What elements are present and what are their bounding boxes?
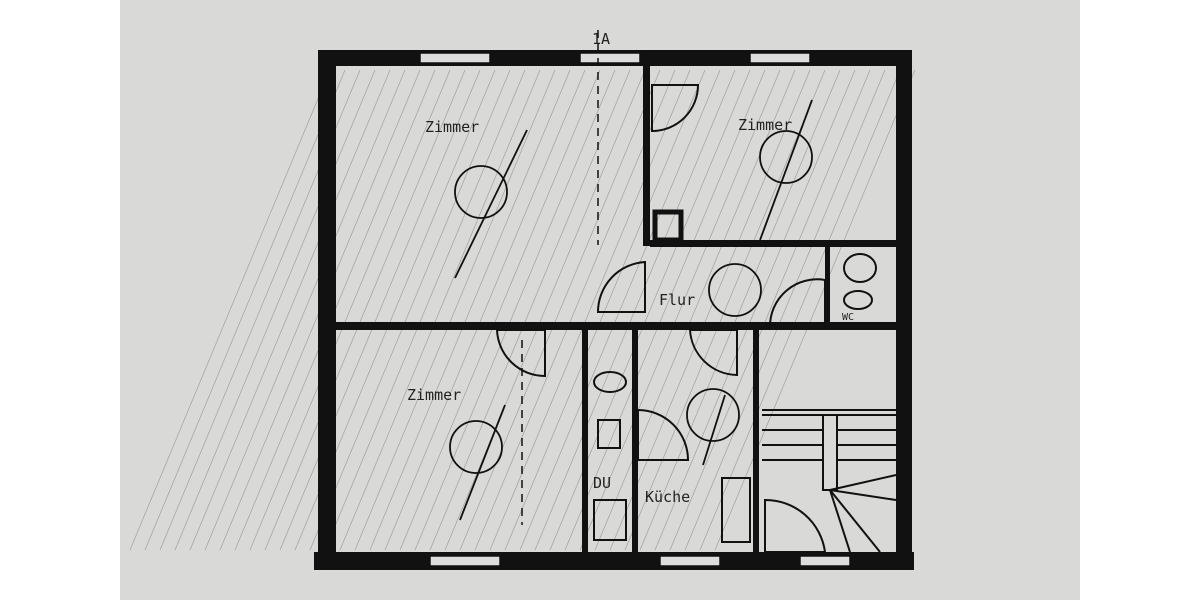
hatch-line	[699, 69, 901, 551]
room-label-wc: WC	[842, 312, 854, 323]
hatch-line	[129, 69, 331, 551]
hatch-line	[639, 69, 841, 551]
hatch-line	[714, 69, 916, 551]
chimney	[652, 209, 684, 243]
hatch-line	[204, 69, 406, 551]
outlet-symbols	[449, 99, 813, 521]
hatch-line	[669, 69, 871, 551]
hatch-line	[324, 69, 526, 551]
door-swing	[764, 498, 827, 553]
socket-symbol	[686, 388, 740, 442]
grid-line	[521, 30, 599, 525]
door-swing	[637, 408, 690, 461]
window	[799, 555, 851, 567]
door-swing	[495, 329, 546, 378]
hatch-line	[474, 69, 676, 551]
room-label-zimmer: Zimmer	[425, 118, 479, 136]
door-swing	[651, 84, 700, 133]
wall-kitchen-right	[753, 330, 759, 552]
doors	[495, 84, 827, 553]
wall-du-left	[582, 330, 588, 552]
room-label-zimmer: Zimmer	[738, 116, 792, 134]
hatch-line	[144, 69, 346, 551]
hatch-line	[504, 69, 706, 551]
hatch-line	[414, 69, 616, 551]
hatch-line	[459, 69, 661, 551]
wc-sink	[843, 253, 877, 283]
windows	[419, 52, 851, 567]
stove	[721, 477, 751, 543]
hatch-line	[534, 69, 736, 551]
room-label-zimmer: Zimmer	[407, 386, 461, 404]
hatch-line	[309, 69, 511, 551]
hatch-line	[684, 69, 886, 551]
socket-symbol	[708, 263, 762, 317]
socket-symbol	[449, 420, 503, 474]
door-swing	[596, 260, 646, 313]
window	[659, 555, 721, 567]
hatch-line	[174, 69, 376, 551]
hatch-line	[579, 69, 781, 551]
window	[429, 555, 501, 567]
room-label-du: DU	[593, 474, 611, 492]
socket-symbol	[454, 165, 508, 219]
socket-symbol	[759, 130, 813, 184]
room-label-kueche: Küche	[645, 488, 690, 506]
window	[579, 52, 641, 64]
hatch-line	[519, 69, 721, 551]
window	[419, 52, 491, 64]
fixtures	[593, 209, 877, 543]
hatch-line	[564, 69, 766, 551]
stairs	[762, 409, 897, 553]
hatch-line	[444, 69, 646, 551]
hatch-line	[399, 69, 601, 551]
axis-marker: 1A	[592, 30, 610, 48]
wall-upper-right	[650, 240, 896, 247]
stair-well	[822, 414, 838, 491]
hatch-line	[264, 69, 466, 551]
door-swing	[688, 329, 738, 377]
window	[749, 52, 811, 64]
shower-tray	[593, 499, 627, 541]
hatch-line	[339, 69, 541, 551]
hatch-line	[609, 69, 811, 551]
hatch-line	[654, 69, 856, 551]
hatch-line	[624, 69, 826, 551]
door-swing	[768, 278, 826, 328]
outer-wall-right	[896, 50, 912, 570]
wall-wc	[825, 247, 830, 327]
wall-du-right	[632, 330, 638, 552]
hatch-line	[189, 69, 391, 551]
toilet-icon	[593, 371, 627, 393]
wall-upper-vertical	[643, 66, 650, 246]
hatch-line	[249, 69, 451, 551]
sink	[597, 419, 621, 449]
outer-wall-left	[318, 50, 336, 570]
hatch-line	[369, 69, 571, 551]
hatch-line	[354, 69, 556, 551]
wall-mid-horizontal	[336, 322, 896, 330]
hatch-line	[279, 69, 481, 551]
room-label-flur: Flur	[659, 291, 695, 309]
wc-toilet	[843, 290, 873, 310]
hatch-line	[489, 69, 691, 551]
hatch-line	[384, 69, 586, 551]
